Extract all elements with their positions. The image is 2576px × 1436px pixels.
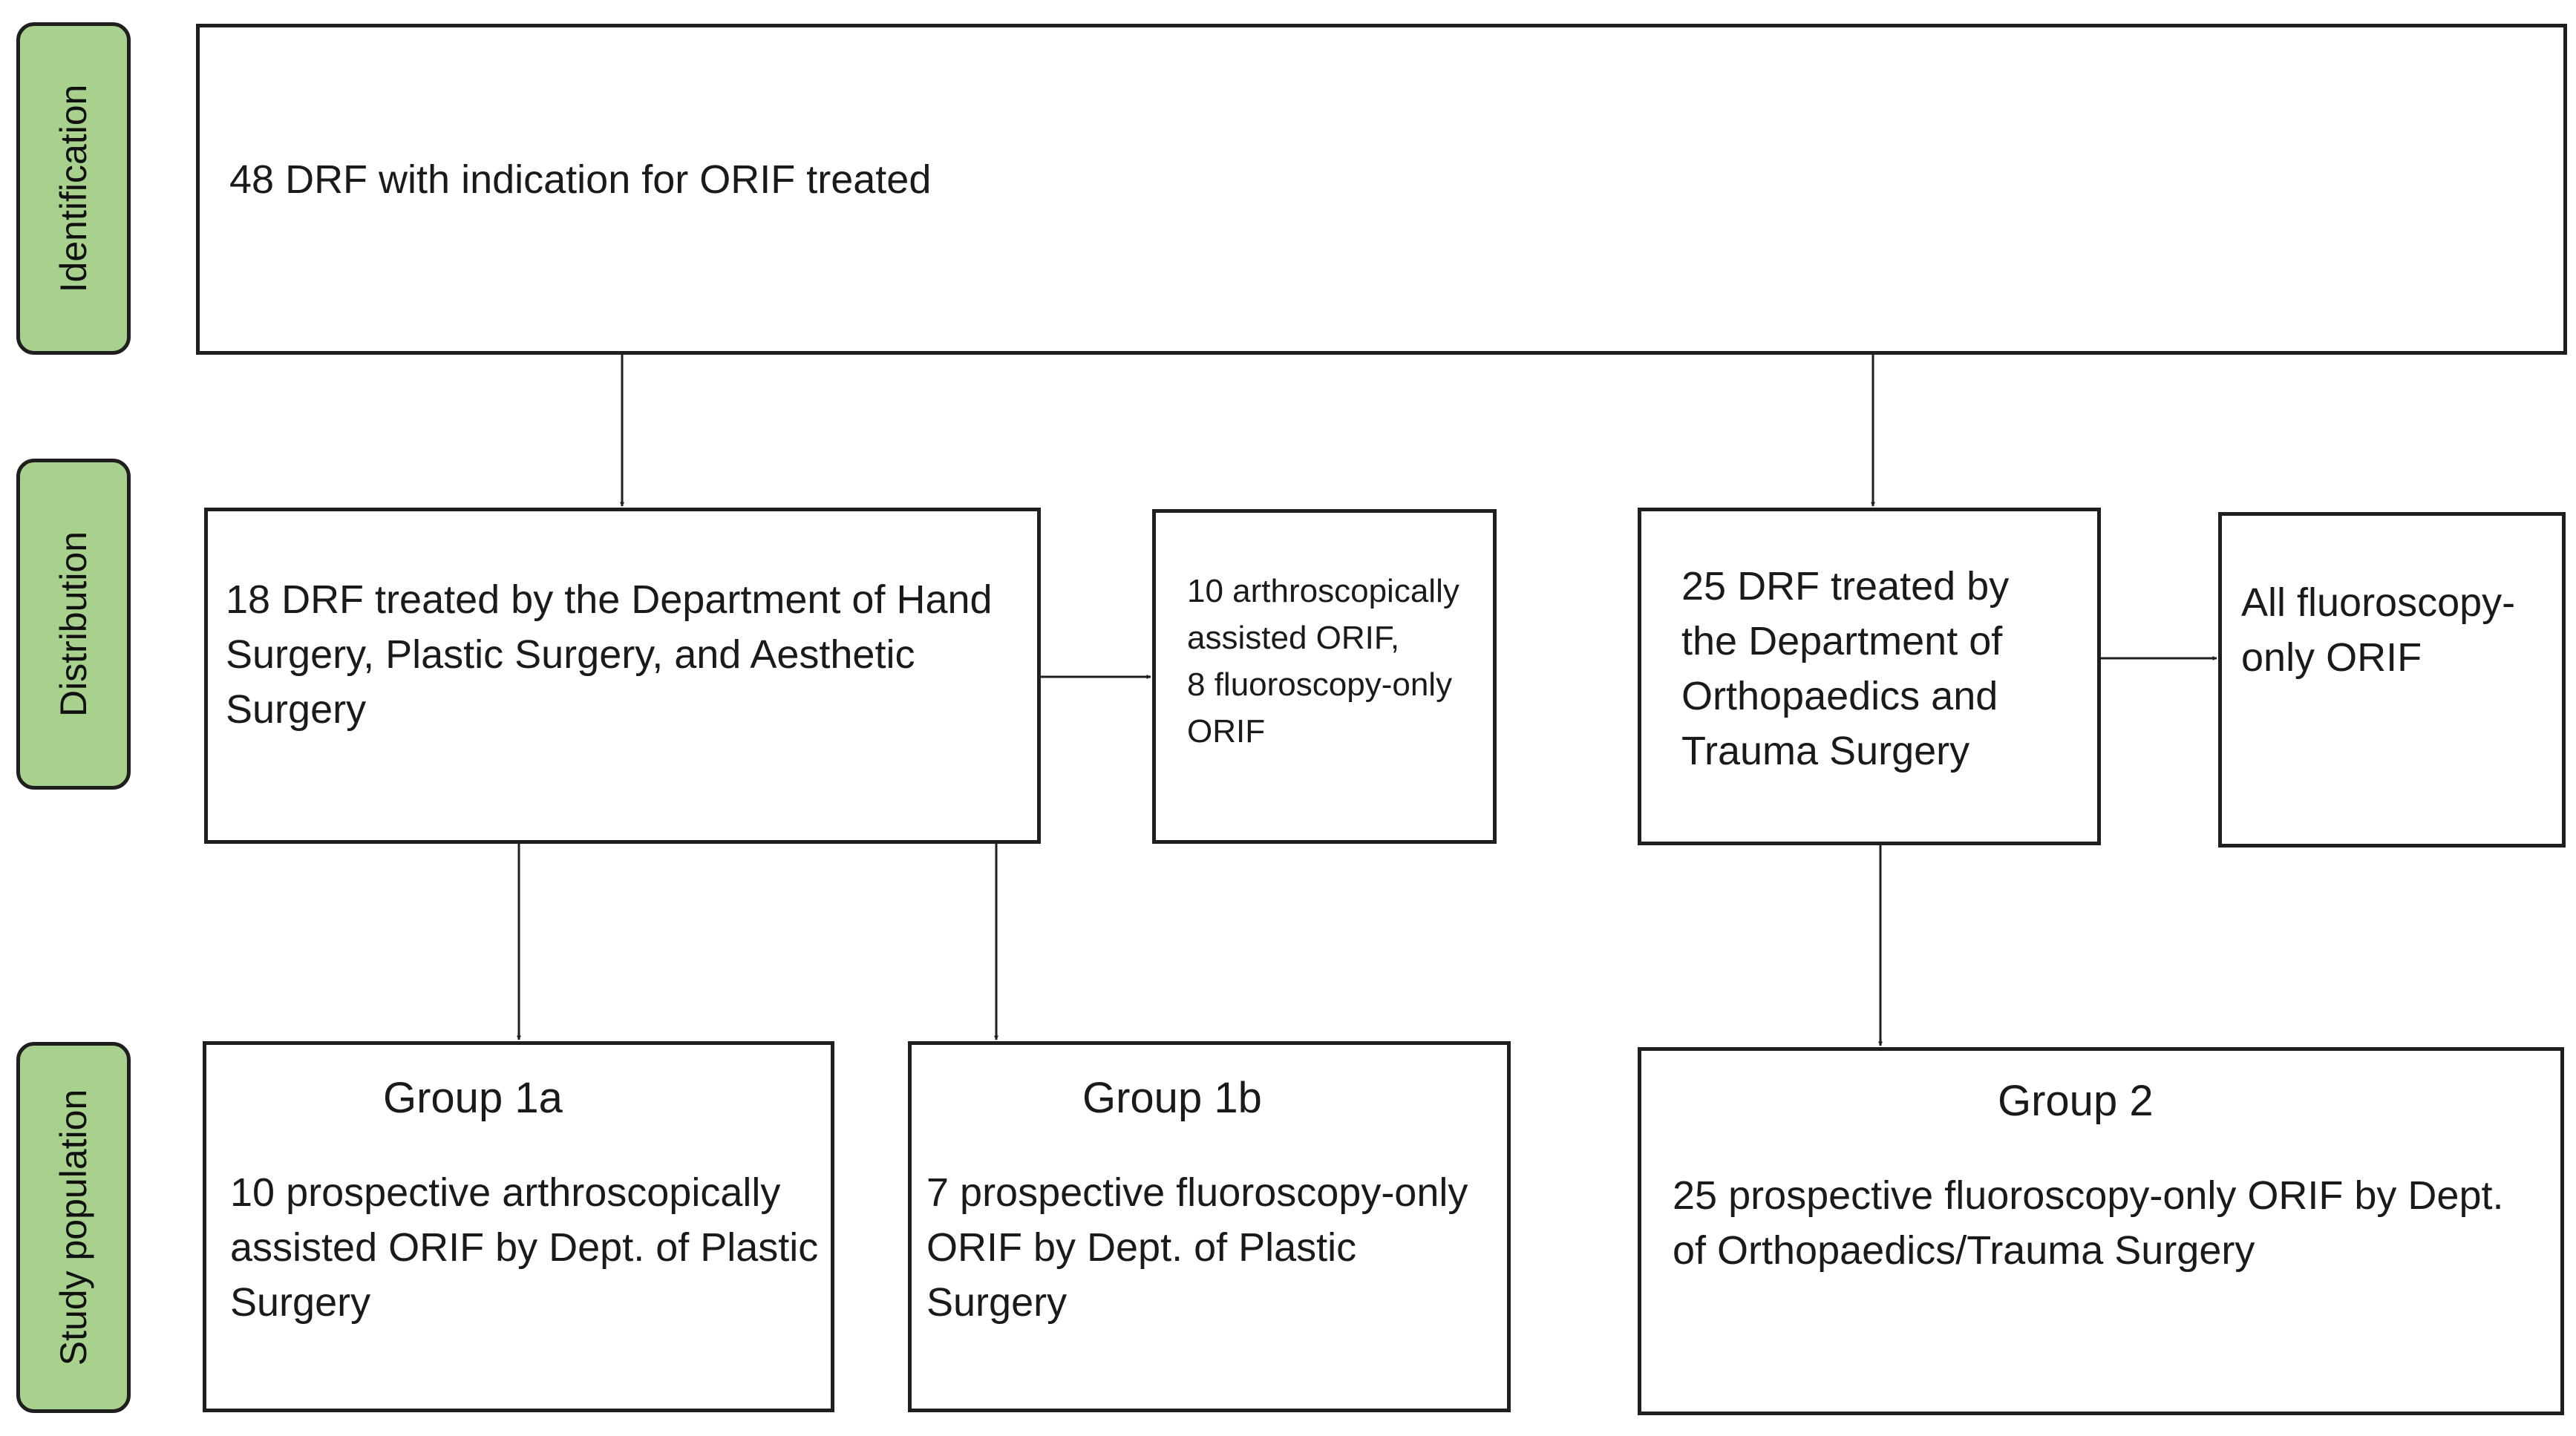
hand-split-line-4: ORIF (1187, 713, 1266, 750)
hand-surgery-split-box: 10 arthroscopically assisted ORIF, 8 flu… (1152, 509, 1497, 844)
ortho-line-1: 25 DRF treated by (1681, 564, 2010, 609)
identification-box: 48 DRF with indication for ORIF treated (196, 24, 2567, 355)
identification-text: 48 DRF with indication for ORIF treated (229, 157, 932, 202)
hand-surgery-line-1: 18 DRF treated by the Department of Hand (226, 577, 993, 622)
stage-study-population: Study population (16, 1042, 131, 1413)
group-1b-box: Group 1b 7 prospective fluoroscopy-only … (908, 1041, 1511, 1412)
hand-split-line-2: assisted ORIF, (1187, 620, 1400, 656)
stage-identification: Identification (16, 22, 131, 355)
group-1a-line-1: 10 prospective arthroscopically (230, 1170, 781, 1215)
hand-surgery-box: 18 DRF treated by the Department of Hand… (204, 508, 1041, 844)
group-1a-box: Group 1a 10 prospective arthroscopically… (203, 1041, 834, 1412)
group-1a-title: Group 1a (383, 1074, 563, 1122)
ortho-split-line-1: All fluoroscopy- (2241, 580, 2516, 625)
ortho-line-2: the Department of (1681, 619, 2003, 663)
group-1b-line-2: ORIF by Dept. of Plastic Surgery (926, 1225, 1357, 1325)
group-1b-line-1: 7 prospective fluoroscopy-only (926, 1170, 1468, 1215)
hand-split-line-3: 8 fluoroscopy-only (1187, 666, 1453, 703)
group-1b-title: Group 1b (1082, 1074, 1262, 1122)
hand-split-line-1: 10 arthroscopically (1187, 573, 1459, 609)
group-2-title: Group 2 (1998, 1077, 2154, 1125)
ortho-line-3: Orthopaedics and (1681, 674, 1998, 718)
stage-distribution: Distribution (16, 459, 131, 790)
group-1a-line-2: assisted ORIF by Dept. of Plastic (230, 1225, 819, 1270)
group-1a-line-3: Surgery (230, 1280, 371, 1325)
ortho-split-line-2: only ORIF (2241, 635, 2422, 680)
group-2-line-1: 25 prospective fluoroscopy-only ORIF by … (1673, 1173, 2504, 1218)
hand-surgery-line-2: Surgery, Plastic Surgery, and Aesthetic (226, 632, 915, 677)
orthopaedics-split-box: All fluoroscopy- only ORIF (2218, 512, 2566, 847)
group-2-line-2: of Orthopaedics/Trauma Surgery (1673, 1228, 2255, 1273)
orthopaedics-box: 25 DRF treated by the Department of Orth… (1638, 508, 2101, 845)
hand-surgery-line-3: Surgery (226, 687, 367, 732)
ortho-line-4: Trauma Surgery (1681, 729, 1970, 773)
group-2-box: Group 2 25 prospective fluoroscopy-only … (1638, 1047, 2564, 1415)
